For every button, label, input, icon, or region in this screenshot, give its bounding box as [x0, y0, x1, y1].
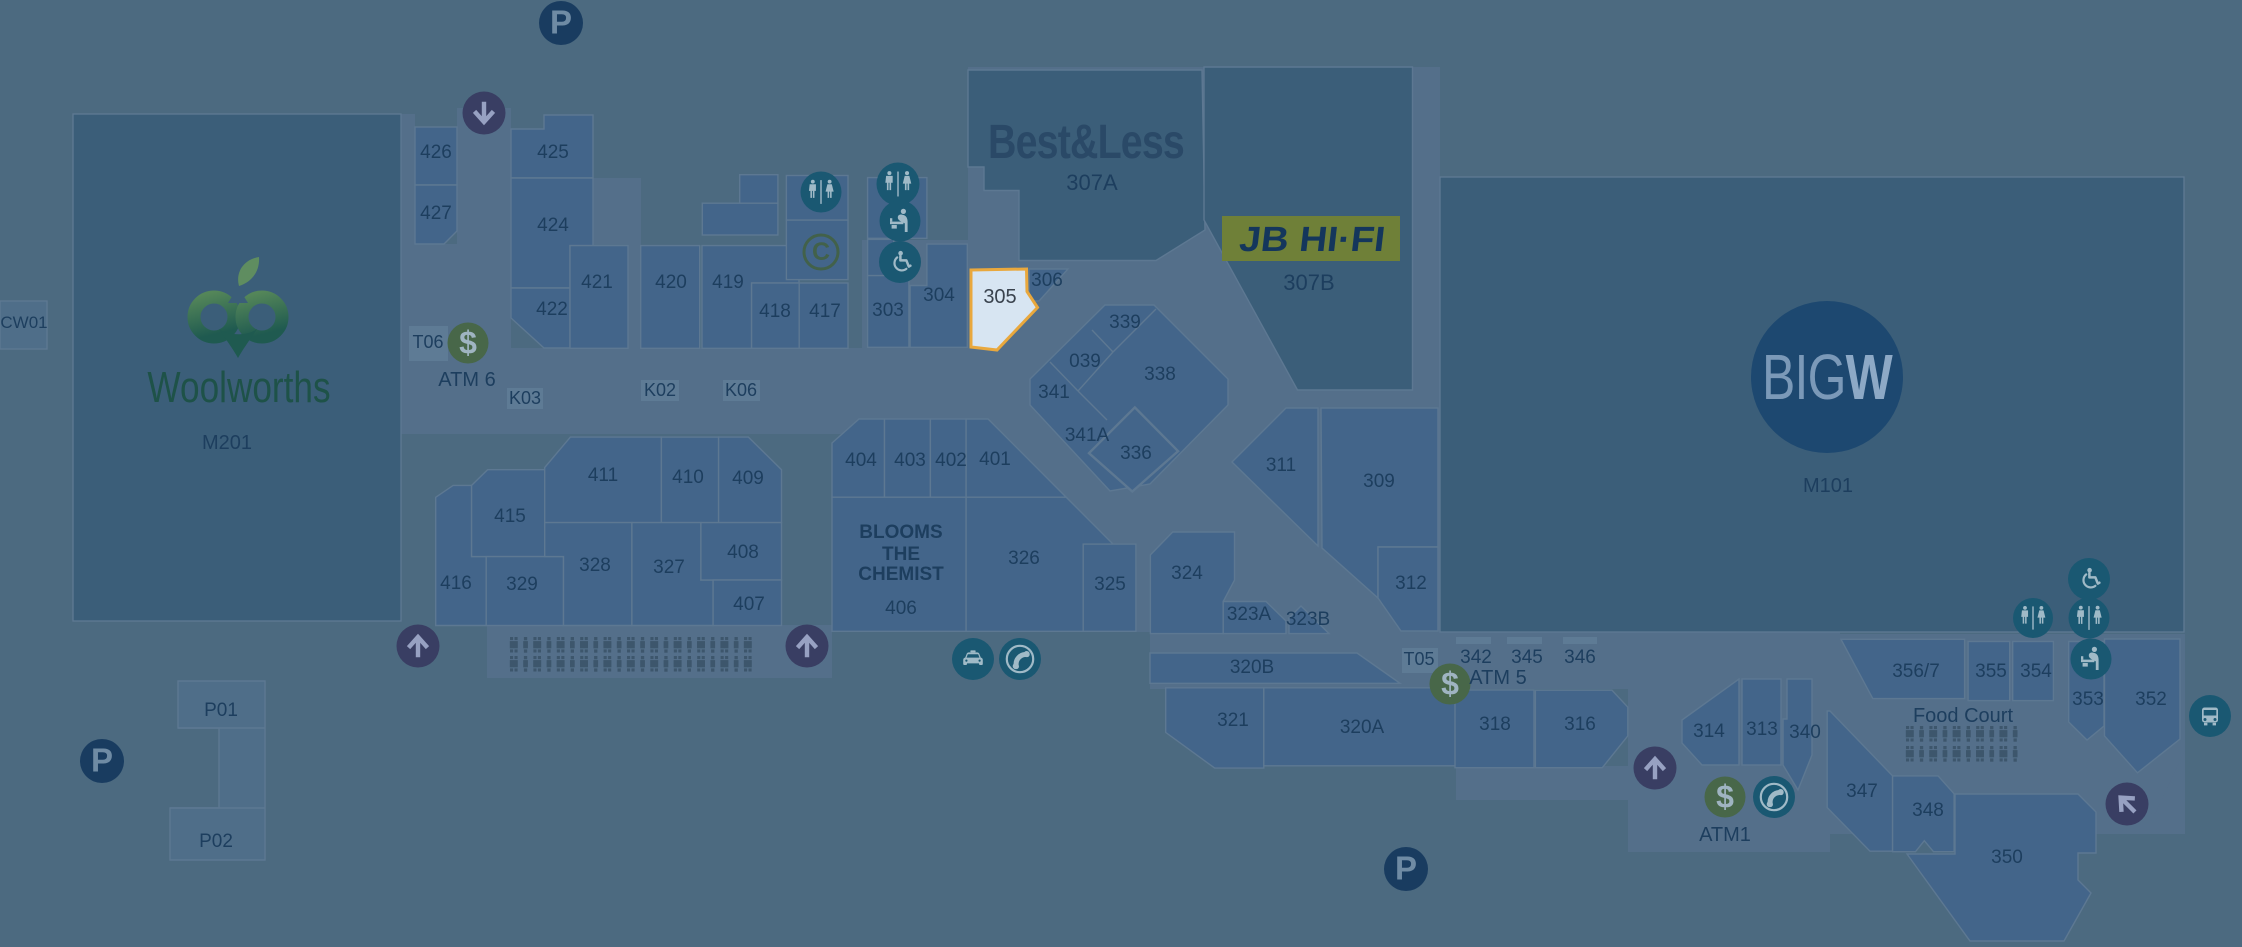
svg-text:P01: P01: [204, 700, 238, 721]
svg-text:345: 345: [1511, 647, 1543, 668]
svg-text:410: 410: [672, 467, 704, 488]
svg-text:CHEMIST: CHEMIST: [858, 564, 944, 585]
svg-text:402: 402: [935, 450, 967, 471]
svg-text:P: P: [550, 4, 572, 41]
svg-text:P02: P02: [199, 831, 233, 852]
svg-text:304: 304: [923, 285, 955, 306]
svg-text:THE: THE: [882, 544, 920, 565]
svg-text:320B: 320B: [1230, 657, 1274, 678]
svg-text:340: 340: [1789, 722, 1821, 743]
svg-text:348: 348: [1912, 800, 1944, 821]
svg-text:404: 404: [845, 450, 877, 471]
svg-text:406: 406: [885, 598, 917, 619]
svg-text:326: 326: [1008, 548, 1040, 569]
svg-text:318: 318: [1479, 714, 1511, 735]
svg-text:039: 039: [1069, 351, 1101, 372]
svg-text:C: C: [812, 238, 830, 266]
svg-text:307B: 307B: [1283, 270, 1334, 295]
svg-text:353: 353: [2072, 689, 2104, 710]
svg-text:Food Court: Food Court: [1913, 705, 2013, 727]
svg-text:417: 417: [809, 301, 841, 322]
svg-text:356/7: 356/7: [1892, 661, 1940, 682]
svg-text:BLOOMS: BLOOMS: [859, 522, 942, 543]
svg-text:341A: 341A: [1065, 425, 1110, 446]
svg-text:408: 408: [727, 542, 759, 563]
svg-text:411: 411: [588, 465, 618, 486]
svg-text:418: 418: [759, 301, 791, 322]
svg-text:320A: 320A: [1340, 717, 1385, 738]
svg-text:401: 401: [979, 449, 1011, 470]
svg-text:347: 347: [1846, 781, 1878, 802]
svg-text:325: 325: [1094, 574, 1126, 595]
svg-text:427: 427: [420, 203, 452, 224]
svg-text:CW01: CW01: [0, 313, 47, 332]
svg-text:M101: M101: [1803, 475, 1853, 497]
svg-text:416: 416: [440, 573, 472, 594]
svg-text:341: 341: [1038, 382, 1070, 403]
svg-text:420: 420: [655, 272, 687, 293]
svg-text:324: 324: [1171, 563, 1203, 584]
svg-text:P: P: [91, 742, 113, 779]
svg-text:407: 407: [733, 594, 765, 615]
svg-text:424: 424: [537, 215, 569, 236]
svg-text:K02: K02: [644, 380, 676, 400]
svg-text:421: 421: [581, 272, 613, 293]
svg-text:323B: 323B: [1286, 609, 1330, 630]
svg-text:336: 336: [1120, 443, 1152, 464]
svg-text:314: 314: [1693, 721, 1725, 742]
svg-text:355: 355: [1975, 661, 2007, 682]
svg-text:307A: 307A: [1066, 170, 1118, 195]
svg-text:329: 329: [506, 574, 538, 595]
svg-text:$: $: [1441, 666, 1459, 702]
svg-text:BIGW: BIGW: [1762, 342, 1893, 413]
svg-text:316: 316: [1564, 714, 1596, 735]
svg-text:409: 409: [732, 468, 764, 489]
svg-text:327: 327: [653, 557, 685, 578]
svg-text:M201: M201: [202, 432, 252, 454]
svg-text:328: 328: [579, 555, 611, 576]
svg-text:ATM1: ATM1: [1699, 824, 1751, 846]
svg-text:Woolworths: Woolworths: [147, 363, 330, 412]
svg-text:303: 303: [872, 300, 904, 321]
svg-text:$: $: [459, 325, 477, 361]
svg-text:306: 306: [1031, 270, 1063, 291]
svg-text:JB HI·FI: JB HI·FI: [1237, 220, 1387, 259]
svg-text:354: 354: [2020, 661, 2052, 682]
svg-text:P: P: [1395, 850, 1417, 887]
svg-text:323A: 323A: [1227, 604, 1272, 625]
svg-text:ATM 6: ATM 6: [438, 369, 495, 391]
svg-text:425: 425: [537, 142, 569, 163]
svg-text:338: 338: [1144, 364, 1176, 385]
svg-text:$: $: [1716, 779, 1734, 815]
svg-text:403: 403: [894, 450, 926, 471]
svg-text:321: 321: [1217, 710, 1249, 731]
svg-text:305: 305: [983, 286, 1016, 308]
svg-text:419: 419: [712, 272, 744, 293]
svg-text:ATM 5: ATM 5: [1469, 667, 1526, 689]
svg-text:352: 352: [2135, 689, 2167, 710]
svg-text:309: 309: [1363, 471, 1395, 492]
svg-text:T05: T05: [1403, 649, 1434, 669]
svg-text:342: 342: [1460, 647, 1492, 668]
svg-text:350: 350: [1991, 847, 2023, 868]
svg-text:313: 313: [1746, 719, 1778, 740]
svg-text:311: 311: [1266, 455, 1296, 476]
svg-text:K06: K06: [725, 380, 757, 400]
svg-text:K03: K03: [509, 388, 541, 408]
svg-text:426: 426: [420, 142, 452, 163]
svg-text:415: 415: [494, 506, 526, 527]
svg-text:T06: T06: [412, 332, 443, 352]
svg-text:312: 312: [1395, 573, 1427, 594]
svg-text:339: 339: [1109, 312, 1141, 333]
svg-text:Best&Less: Best&Less: [988, 115, 1184, 169]
svg-text:346: 346: [1564, 647, 1596, 668]
svg-text:422: 422: [536, 299, 568, 320]
